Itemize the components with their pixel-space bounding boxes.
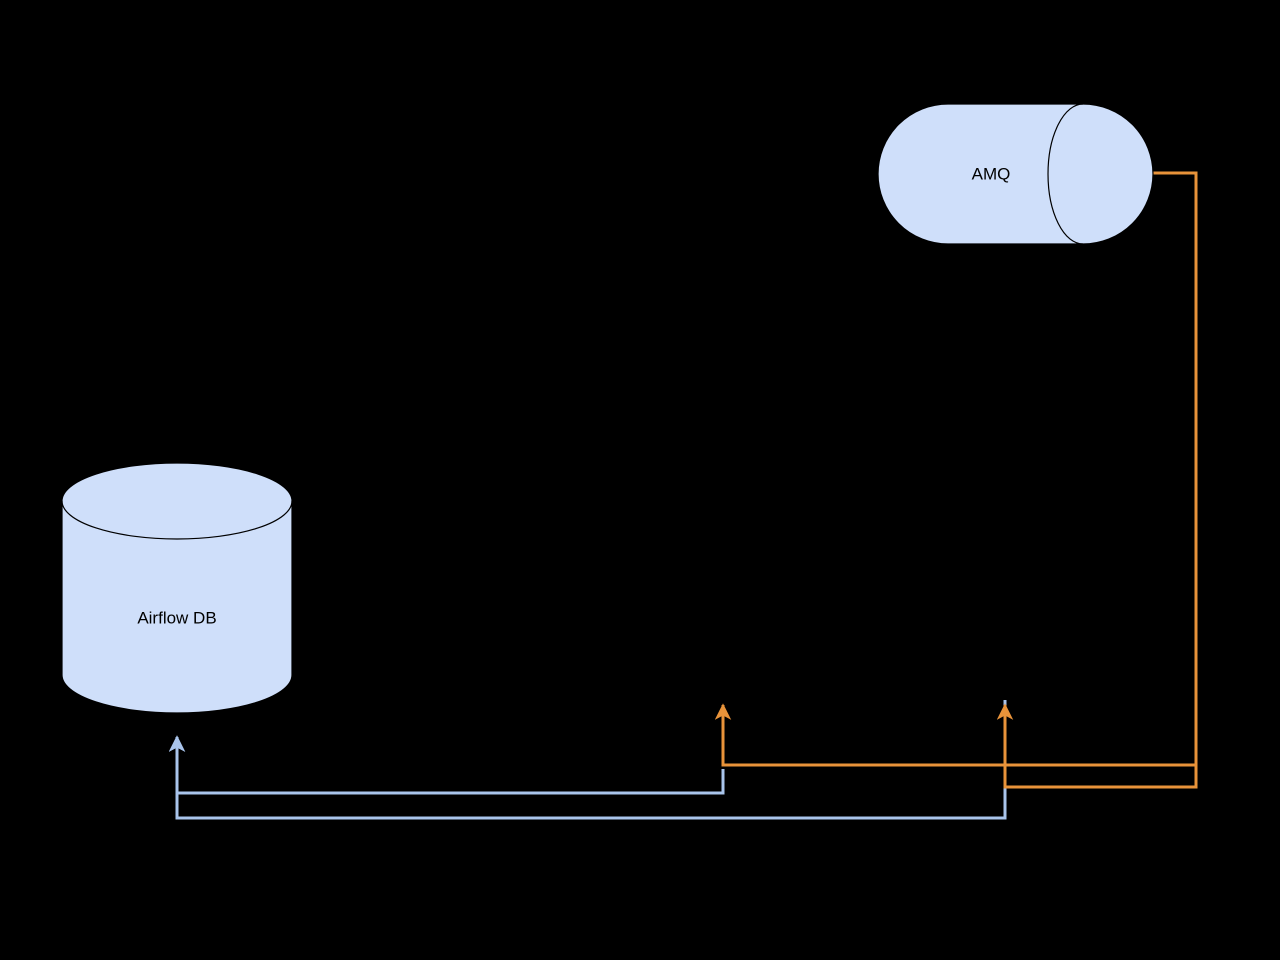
- edge-blue-lower[interactable]: [168, 700, 1007, 820]
- amq-cylinder-body: [877, 103, 1154, 245]
- edge-orange-left[interactable]: [714, 171, 1198, 767]
- node-airflow-db[interactable]: Airflow DB: [61, 462, 293, 714]
- airflow-db-cylinder-body: [61, 462, 293, 714]
- amq-cylinder-cap: [1047, 103, 1084, 245]
- airflow-db-cylinder-top: [61, 500, 293, 540]
- edge-blue-upper[interactable]: [168, 735, 725, 795]
- node-amq[interactable]: AMQ: [877, 103, 1154, 245]
- edge-orange-right[interactable]: [996, 703, 1198, 789]
- edge-layer: [168, 171, 1198, 820]
